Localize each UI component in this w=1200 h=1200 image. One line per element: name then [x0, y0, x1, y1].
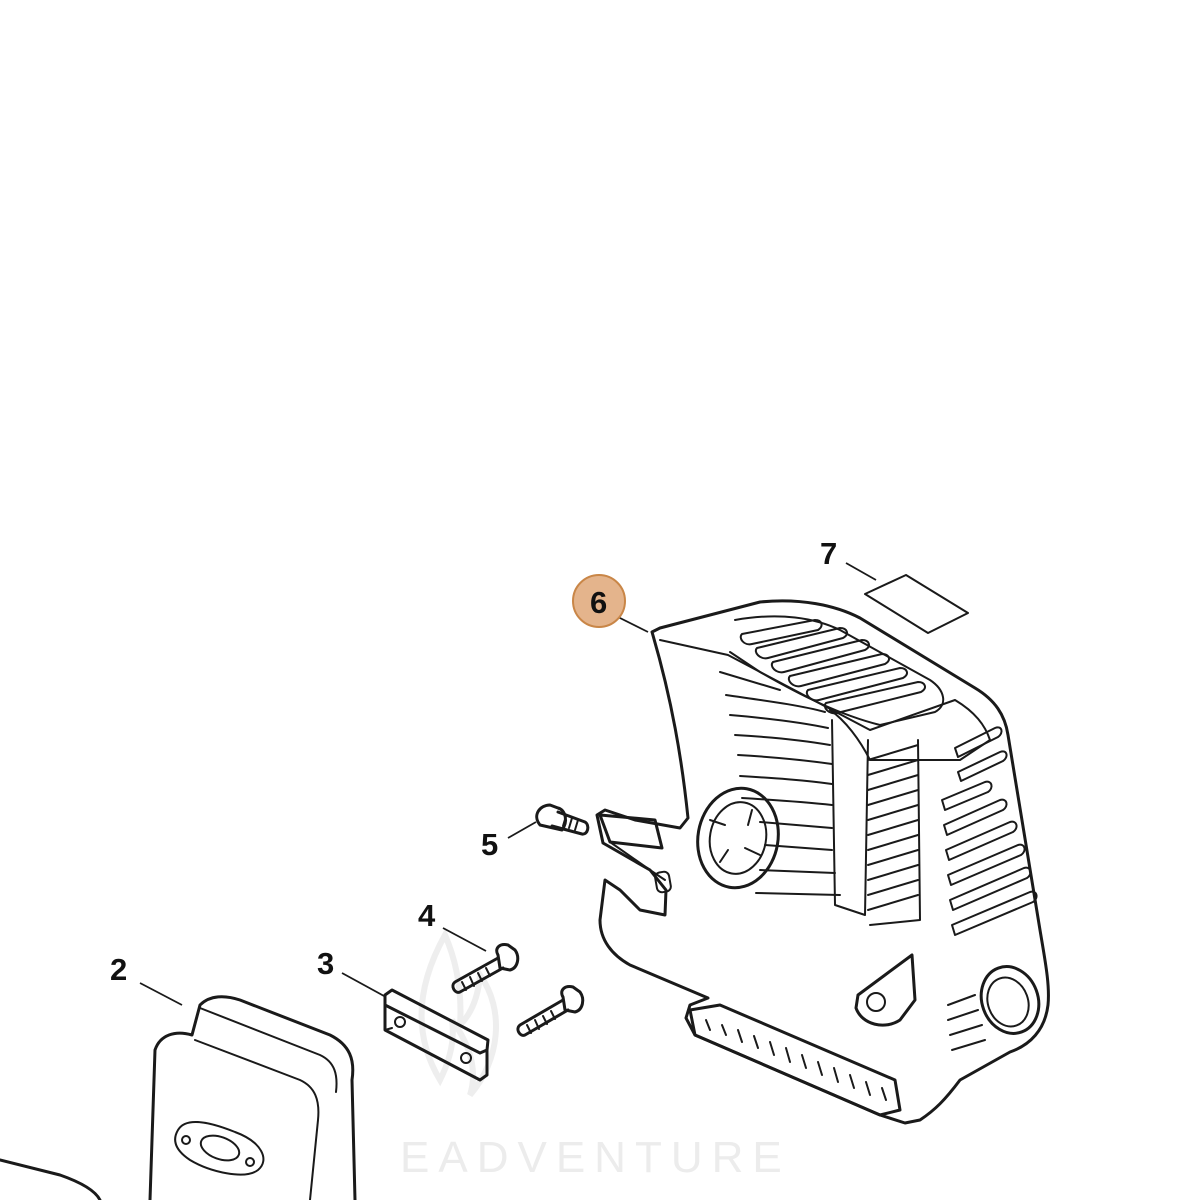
left-bracket	[598, 813, 672, 894]
callout-7[interactable]: 7	[820, 536, 837, 571]
muffler-gasket	[174, 1120, 265, 1176]
callout-2[interactable]: 2	[110, 952, 127, 987]
inner-wall-fins	[867, 744, 919, 911]
watermark-flame-logo	[418, 928, 499, 1097]
part-6-shroud-cover[interactable]	[595, 599, 1050, 1125]
top-vent-slots	[739, 619, 926, 715]
watermark-text: EADVENTURE	[400, 1133, 791, 1182]
watermark: EADVENTURE	[400, 928, 791, 1182]
part-5-screw[interactable]	[535, 803, 590, 836]
callout-6[interactable]: 6	[590, 585, 607, 620]
inner-side-fins	[719, 671, 841, 896]
part-2-muffler[interactable]	[0, 995, 357, 1200]
part-4-bolts[interactable]	[451, 943, 585, 1037]
leader-lines	[139, 562, 877, 1006]
bolt-upper	[451, 943, 520, 994]
callout-4[interactable]: 4	[418, 898, 436, 933]
bolt-lower	[516, 985, 585, 1037]
exhaust-outlet	[947, 965, 1041, 1051]
part-7-label-sticker[interactable]	[864, 574, 969, 634]
outer-side-grille	[941, 726, 1038, 936]
callout-3[interactable]: 3	[317, 946, 334, 981]
lower-eye-bracket	[854, 953, 917, 1027]
callout-5[interactable]: 5	[481, 827, 498, 862]
mounting-boss	[696, 786, 780, 890]
part-3-plate[interactable]	[383, 988, 490, 1082]
bottom-grille	[688, 1003, 902, 1117]
callout-6-highlight	[572, 574, 626, 628]
